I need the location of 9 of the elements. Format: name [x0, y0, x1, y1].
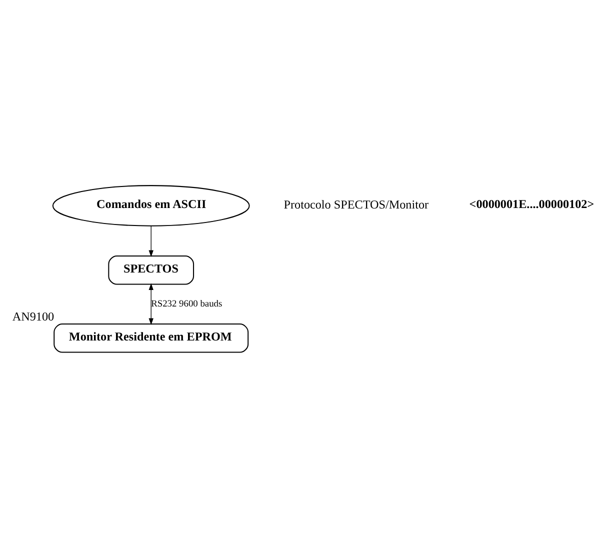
label: Protocolo SPECTOS/Monitor [284, 197, 429, 212]
node-label: AN9100 [12, 308, 54, 323]
label: <0000001E....00000102> [469, 196, 594, 210]
edge-label: RS232 9600 bauds [151, 299, 222, 310]
node-ellipse: Comandos em ASCII [52, 184, 250, 226]
arrow [148, 282, 154, 325]
node-box: Monitor Residente em EPROM [54, 323, 249, 352]
node-box: SPECTOS [108, 255, 194, 284]
arrow [148, 224, 154, 257]
